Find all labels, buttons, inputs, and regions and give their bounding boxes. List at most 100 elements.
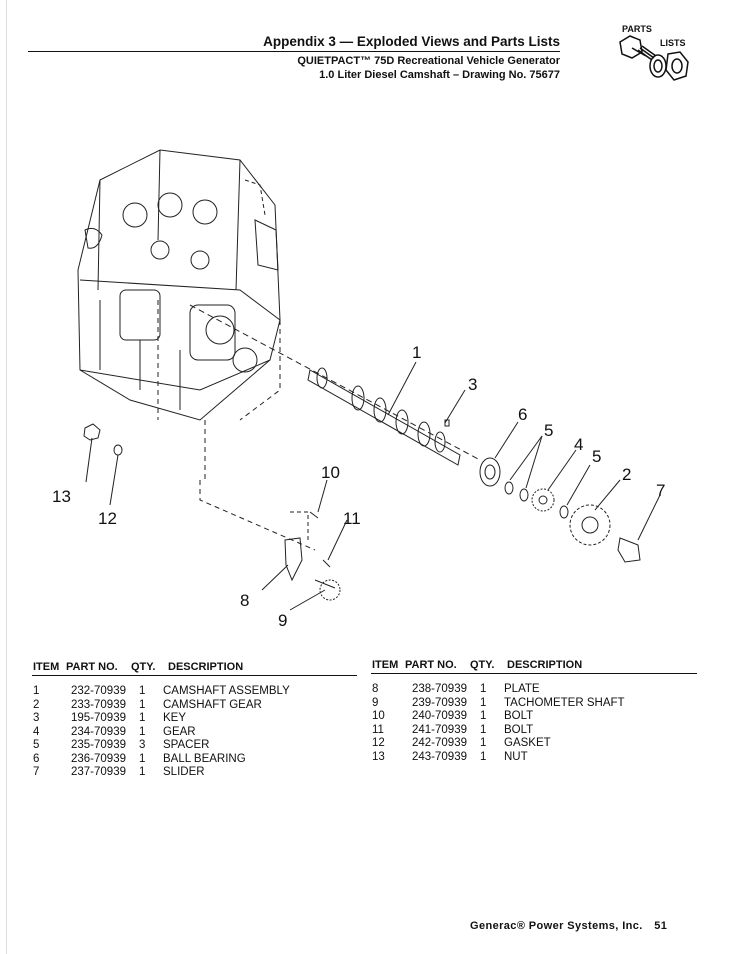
parts-list-left: 1 232-70939 1 CAMSHAFT ASSEMBLY 2 233-70… <box>33 685 353 780</box>
qty-cell: 1 <box>139 712 146 724</box>
part-no-cell: 234-70939 <box>71 725 126 738</box>
engine-block <box>77 149 281 480</box>
callout-7: 7 <box>656 481 665 500</box>
item-cell: 1 <box>33 685 40 697</box>
callout-12: 12 <box>98 509 117 528</box>
callout-1: 1 <box>412 343 421 362</box>
ball-bearing <box>479 457 501 487</box>
spacer-c <box>559 505 569 519</box>
description-cell: GASKET <box>504 737 551 749</box>
col-item: ITEM <box>372 659 399 671</box>
description-cell: GEAR <box>163 725 196 738</box>
table-row: 1 232-70939 1 CAMSHAFT ASSEMBLY <box>33 685 353 699</box>
header-rule <box>28 51 560 52</box>
item-cell: 13 <box>372 750 385 763</box>
item-cell: 2 <box>33 698 40 711</box>
qty-cell: 1 <box>139 766 146 778</box>
footer-brand: Generac® Power Systems, Inc. <box>470 920 643 932</box>
part-no-cell: 233-70939 <box>71 698 126 711</box>
item-cell: 12 <box>372 737 385 749</box>
qty-cell: 1 <box>139 725 146 738</box>
part-no-cell: 237-70939 <box>71 766 126 778</box>
qty-cell: 1 <box>480 696 487 709</box>
page-title: Appendix 3 — Exploded Views and Parts Li… <box>263 34 560 49</box>
part-no-cell: 235-70939 <box>71 739 126 751</box>
callout-4: 4 <box>574 435 583 454</box>
callout-11: 11 <box>343 509 361 528</box>
callout-3: 3 <box>468 375 477 394</box>
part-no-cell: 242-70939 <box>412 737 467 749</box>
col-part-no: PART NO. <box>66 661 118 673</box>
parts-table-header-right: ITEM PART NO. QTY. DESCRIPTION <box>372 659 692 673</box>
qty-cell: 1 <box>480 683 487 695</box>
part-no-cell: 195-70939 <box>71 712 126 724</box>
col-qty: QTY. <box>470 659 495 671</box>
part-no-cell: 238-70939 <box>412 683 467 695</box>
description-cell: TACHOMETER SHAFT <box>504 696 625 709</box>
gear-part <box>531 488 555 512</box>
part-no-cell: 240-70939 <box>412 710 467 722</box>
table-row: 12 242-70939 1 GASKET <box>372 737 692 751</box>
description-cell: BOLT <box>504 723 534 736</box>
description-cell: CAMSHAFT ASSEMBLY <box>163 685 290 697</box>
page-subtitle-product: QUIETPACT™ 75D Recreational Vehicle Gene… <box>297 55 560 67</box>
callout-13: 13 <box>52 487 71 506</box>
callout-6: 6 <box>518 405 527 424</box>
qty-cell: 3 <box>139 739 146 751</box>
qty-cell: 1 <box>139 698 146 711</box>
part-no-cell: 236-70939 <box>71 752 126 765</box>
part-no-cell: 243-70939 <box>412 750 467 763</box>
item-cell: 6 <box>33 752 40 765</box>
item-cell: 3 <box>33 712 40 724</box>
spacer-b <box>519 488 529 502</box>
page-footer: Generac® Power Systems, Inc. 51 <box>470 920 667 932</box>
exploded-view-drawing: 1 3 6 5 4 5 2 7 10 11 13 12 8 9 <box>52 149 665 630</box>
qty-cell: 1 <box>480 750 487 763</box>
page-number: 51 <box>654 920 668 932</box>
table-row: 4 234-70939 1 GEAR <box>33 726 353 740</box>
plate-part <box>284 537 303 582</box>
item-cell: 7 <box>33 766 40 778</box>
camshaft-gear <box>569 504 611 546</box>
spacer-a <box>504 481 514 495</box>
parts-table-header-left: ITEM PART NO. QTY. DESCRIPTION <box>33 661 353 675</box>
description-cell: KEY <box>163 712 187 724</box>
table-row: 3 195-70939 1 KEY <box>33 712 353 726</box>
key-part <box>444 419 450 427</box>
callout-5b: 5 <box>592 447 601 466</box>
page-subtitle-drawing: 1.0 Liter Diesel Camshaft – Drawing No. … <box>319 69 560 81</box>
part-no-cell: 241-70939 <box>412 723 467 736</box>
description-cell: BOLT <box>504 710 534 722</box>
table-row: 11 241-70939 1 BOLT <box>372 724 692 738</box>
page-edge-line <box>6 0 7 954</box>
col-qty: QTY. <box>131 661 156 673</box>
part-no-cell: 239-70939 <box>412 696 467 709</box>
item-cell: 11 <box>372 723 384 736</box>
description-cell: SLIDER <box>163 766 205 778</box>
description-cell: BALL BEARING <box>163 752 246 765</box>
description-cell: SPACER <box>163 739 210 751</box>
nut-part <box>83 423 101 441</box>
table-row: 7 237-70939 1 SLIDER <box>33 766 353 780</box>
item-cell: 4 <box>33 725 40 738</box>
logo-label-lists: LISTS <box>660 38 686 48</box>
bolt-10 <box>309 511 319 519</box>
col-description: DESCRIPTION <box>168 661 244 673</box>
part-no-cell: 232-70939 <box>71 685 126 697</box>
bolt-11 <box>322 559 331 568</box>
description-cell: CAMSHAFT GEAR <box>163 698 262 711</box>
col-item: ITEM <box>33 661 60 673</box>
col-description: DESCRIPTION <box>507 659 583 671</box>
table-rule-left <box>32 675 357 676</box>
nut-and-bolt-icon <box>619 35 689 81</box>
callout-2: 2 <box>622 465 631 484</box>
description-cell: NUT <box>504 750 528 763</box>
tachometer-shaft <box>314 579 341 601</box>
callout-9: 9 <box>278 611 287 630</box>
item-cell: 5 <box>33 739 40 751</box>
callout-8: 8 <box>240 591 249 610</box>
table-row: 5 235-70939 3 SPACER <box>33 739 353 753</box>
qty-cell: 1 <box>480 723 487 736</box>
table-rule-right <box>371 673 697 674</box>
logo-label-parts: PARTS <box>622 24 652 34</box>
